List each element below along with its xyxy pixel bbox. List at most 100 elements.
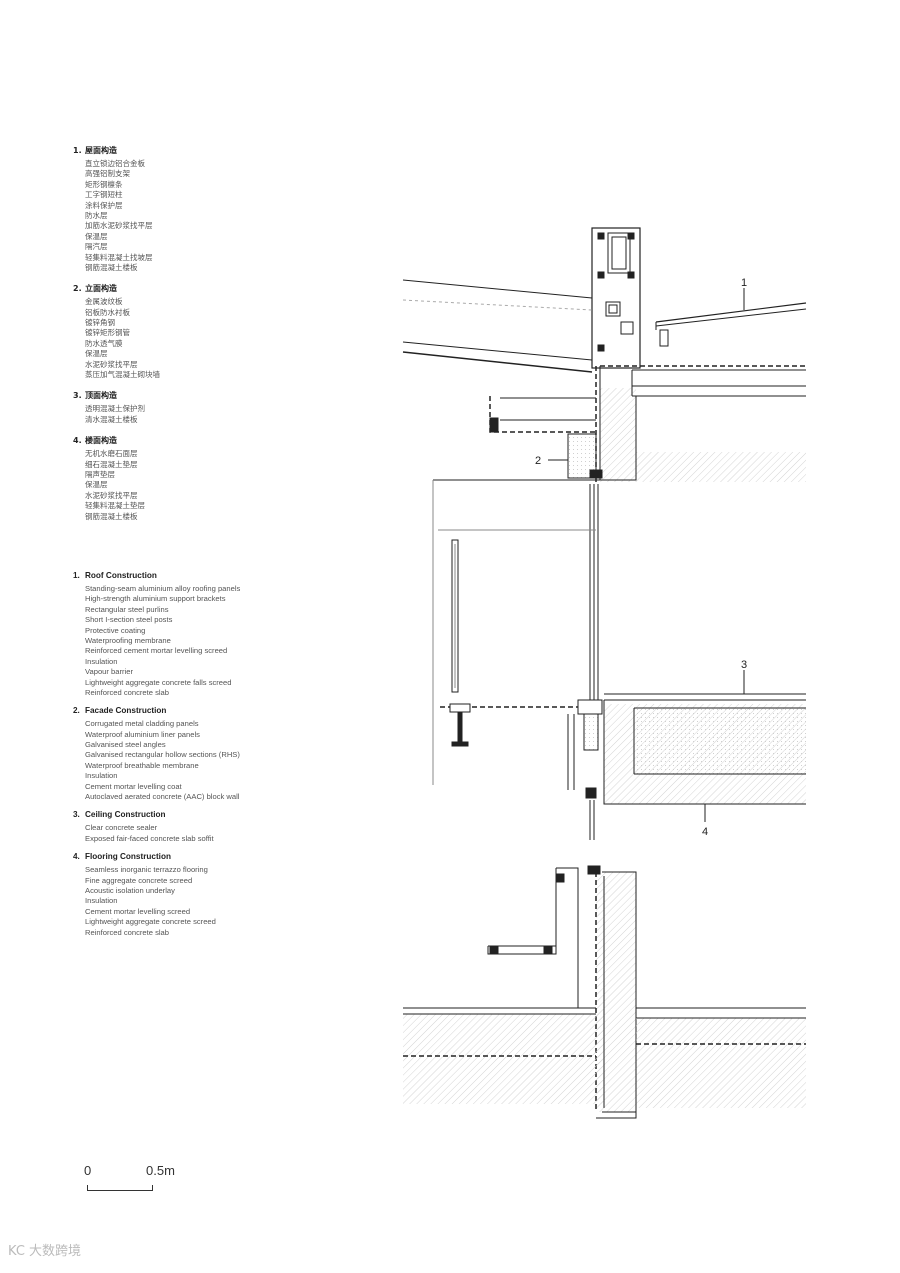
legend-item: 钢筋混凝土楼板 xyxy=(85,511,138,521)
legend-group-title: 1.屋面构造 xyxy=(73,146,117,155)
legend-group: 3.Ceiling Construction Clear concrete se… xyxy=(73,809,240,844)
legend-item: Fine aggregate concrete screed xyxy=(85,875,193,885)
legend-item-list: 金属波纹板 铝板防水衬板 镀锌角钢 镀锌矩形钢管 防水透气膜 保温层 水泥砂浆找… xyxy=(85,297,160,380)
legend-group: 1.屋面构造 直立锁边铝合金板 高强铝制支架 矩形钢檩条 工字钢短柱 涂料保护层… xyxy=(73,145,160,273)
legend-item-list: Standing-seam aluminium alloy roofing pa… xyxy=(85,584,240,698)
lower-floor xyxy=(403,865,806,1119)
roof-parapet xyxy=(591,227,669,369)
legend-item-list: Seamless inorganic terrazzo flooring Fin… xyxy=(85,865,240,938)
legend-group-title: 2.Facade Construction xyxy=(73,706,167,716)
legend-item: 高强铝制支架 xyxy=(85,169,130,179)
legend-item: Reinforced concrete slab xyxy=(85,927,169,937)
legend-item-list: 透明混凝土保护剂 清水混凝土楼板 xyxy=(85,404,160,425)
legend-item: 涂料保护层 xyxy=(85,200,123,210)
legend-item: Protective coating xyxy=(85,625,146,635)
legend-item: 保温层 xyxy=(85,231,108,241)
legend-group-title: 4.Flooring Construction xyxy=(73,852,171,862)
legend-item: Waterproof breathable membrane xyxy=(85,760,199,770)
legend-item: Reinforced concrete slab xyxy=(85,687,169,697)
legend-item: Corrugated metal cladding panels xyxy=(85,719,199,729)
legend-item: 保温层 xyxy=(85,349,108,359)
legend-group-title: 3.Ceiling Construction xyxy=(73,810,166,820)
legend-item: 无机水磨石面层 xyxy=(85,449,138,459)
legend-item: 隔声垫层 xyxy=(85,469,115,479)
legend-group: 2.立面构造 金属波纹板 铝板防水衬板 镀锌角钢 镀锌矩形钢管 防水透气膜 保温… xyxy=(73,283,160,380)
legend-group-title: 1.Roof Construction xyxy=(73,571,157,580)
legend-item: 透明混凝土保护剂 xyxy=(85,404,145,414)
legend-group: 1.Roof Construction Standing-seam alumin… xyxy=(73,570,240,698)
legend-item: Lightweight aggregate concrete falls scr… xyxy=(85,677,232,687)
legend-item: Cement mortar levelling screed xyxy=(85,906,191,916)
legend-item: Galvanised rectangular hollow sections (… xyxy=(85,750,240,760)
legend-item: 镀锌矩形钢管 xyxy=(85,328,130,338)
legend-item: 隔汽层 xyxy=(85,242,108,252)
legend-item: 铝板防水衬板 xyxy=(85,307,130,317)
legend-item: 细石混凝土垫层 xyxy=(85,459,138,469)
legend-item: 矩形钢檩条 xyxy=(85,179,123,189)
legend-item: 清水混凝土楼板 xyxy=(85,414,138,424)
legend-item: 轻集料混凝土找坡层 xyxy=(85,252,153,262)
legend-item: Short I-section steel posts xyxy=(85,615,173,625)
watermark-logo: KC 大数跨境 xyxy=(8,1244,82,1259)
legend-item: High-strength aluminium support brackets xyxy=(85,594,226,604)
roof-slab xyxy=(595,365,806,482)
legend-item: Autoclaved aerated concrete (AAC) block … xyxy=(85,792,240,802)
legend-item: 钢筋混凝土楼板 xyxy=(85,262,138,272)
legend-group: 4.Flooring Construction Seamless inorgan… xyxy=(73,851,240,938)
legend-item: 水泥砂浆找平层 xyxy=(85,359,138,369)
legend-item: Acoustic isolation underlay xyxy=(85,885,175,895)
legend-item-list: Clear concrete sealer Exposed fair-faced… xyxy=(85,823,240,844)
legend-item: Insulation xyxy=(85,771,118,781)
legend-group: 2.Facade Construction Corrugated metal c… xyxy=(73,705,240,802)
callout-1: 1 xyxy=(741,277,747,289)
legend-item: Insulation xyxy=(85,656,118,666)
legend-item: 镀锌角钢 xyxy=(85,318,115,328)
legend-item: Reinforced cement mortar levelling scree… xyxy=(85,646,228,656)
legend-item: Standing-seam aluminium alloy roofing pa… xyxy=(85,584,241,593)
legend-item: 防水层 xyxy=(85,210,108,220)
legend-item: 水泥砂浆找平层 xyxy=(85,490,138,500)
legend-english: 1.Roof Construction Standing-seam alumin… xyxy=(73,570,240,945)
legend-item: Cement mortar levelling coat xyxy=(85,781,182,791)
legend-group-title: 2.立面构造 xyxy=(73,284,117,294)
legend-item: 金属波纹板 xyxy=(85,297,123,307)
legend-item: 蒸压加气混凝土砌块墙 xyxy=(85,370,160,380)
left-roof-overhang xyxy=(402,279,593,373)
middle-slab xyxy=(440,693,806,840)
legend-item: Insulation xyxy=(85,896,118,906)
callout-3: 3 xyxy=(741,659,747,671)
legend-item: 加筋水泥砂浆找平层 xyxy=(85,221,153,231)
right-roofing xyxy=(655,302,807,330)
legend-item: 防水透气膜 xyxy=(85,338,123,348)
legend-item: 轻集料混凝土垫层 xyxy=(85,501,145,511)
scale-bar-line xyxy=(87,1185,153,1191)
legend-item: Waterproofing membrane xyxy=(85,635,171,645)
legend-item: Seamless inorganic terrazzo flooring xyxy=(85,865,208,875)
legend-item: Exposed fair-faced concrete slab soffit xyxy=(85,833,214,843)
legend-group: 4.楼面构造 无机水磨石面层 细石混凝土垫层 隔声垫层 保温层 水泥砂浆找平层 … xyxy=(73,435,160,522)
legend-item: Rectangular steel purlins xyxy=(85,604,169,614)
callout-4: 4 xyxy=(702,826,708,838)
callout-2: 2 xyxy=(535,455,541,467)
legend-item: 直立锁边铝合金板 xyxy=(85,159,145,168)
glazing xyxy=(432,479,600,785)
legend-group-title: 3.顶面构造 xyxy=(73,391,117,401)
legend-group: 3.顶面构造 透明混凝土保护剂 清水混凝土楼板 xyxy=(73,390,160,425)
legend-group-title: 4.楼面构造 xyxy=(73,436,117,446)
legend-item-list: 无机水磨石面层 细石混凝土垫层 隔声垫层 保温层 水泥砂浆找平层 轻集料混凝土垫… xyxy=(85,449,160,522)
scale-length-label: 0.5m xyxy=(146,1163,175,1178)
scale-bar: 0 0.5m xyxy=(84,1163,194,1197)
legend-chinese: 1.屋面构造 直立锁边铝合金板 高强铝制支架 矩形钢檩条 工字钢短柱 涂料保护层… xyxy=(73,145,160,532)
legend-item-list: 直立锁边铝合金板 高强铝制支架 矩形钢檩条 工字钢短柱 涂料保护层 防水层 加筋… xyxy=(85,159,160,273)
legend-item: Galvanised steel angles xyxy=(85,740,166,750)
legend-item: 工字钢短柱 xyxy=(85,190,123,200)
upper-soffit xyxy=(489,396,603,479)
legend-item: Waterproof aluminium liner panels xyxy=(85,729,200,739)
legend-item-list: Corrugated metal cladding panels Waterpr… xyxy=(85,719,240,802)
legend-item: Clear concrete sealer xyxy=(85,823,158,833)
legend-item: Vapour barrier xyxy=(85,667,133,677)
legend-item: 保温层 xyxy=(85,480,108,490)
scale-zero-label: 0 xyxy=(84,1163,92,1178)
legend-item: Lightweight aggregate concrete screed xyxy=(85,917,216,927)
